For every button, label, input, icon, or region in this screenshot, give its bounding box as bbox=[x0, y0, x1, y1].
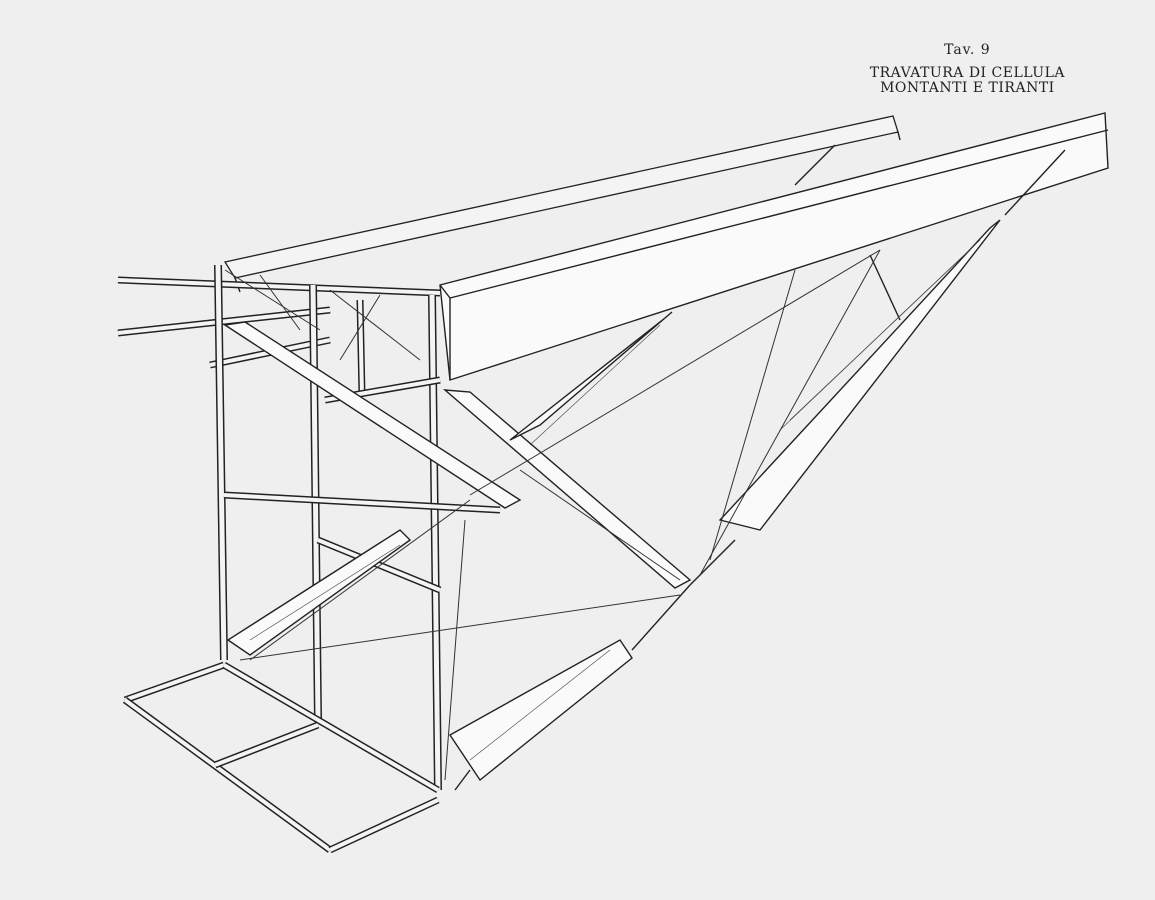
plate-caption-line1: TRAVATURA DI CELLULA bbox=[869, 65, 1065, 81]
plate-number: Tav. 9 bbox=[944, 42, 991, 58]
bracing-wires bbox=[239, 249, 881, 781]
fuselage-tube-frame bbox=[117, 264, 501, 854]
plate-caption-line2: MONTANTI E TIRANTI bbox=[880, 80, 1055, 96]
rear-spar-beam bbox=[223, 115, 901, 293]
strut-hatching bbox=[249, 239, 981, 761]
interplane-struts bbox=[223, 144, 1066, 791]
plate-title-block: Tav. 9 TRAVATURA DI CELLULA MONTANTI E T… bbox=[870, 42, 1065, 96]
front-spar-beam bbox=[439, 112, 1109, 381]
